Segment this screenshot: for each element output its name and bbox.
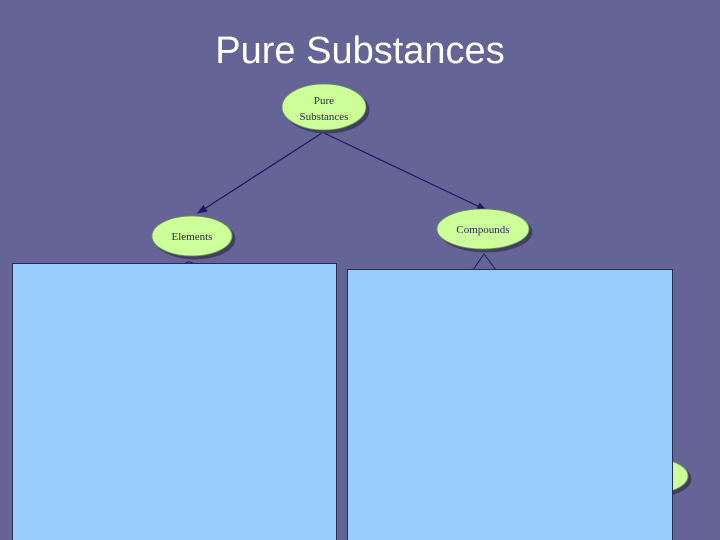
compounds-outgoing-connector bbox=[472, 253, 497, 271]
node-pure-substances-line2: Substances bbox=[300, 111, 349, 123]
node-elements-label: Elements bbox=[172, 231, 213, 243]
node-elements: Elements bbox=[151, 215, 233, 257]
slide-title: Pure Substances bbox=[215, 30, 505, 72]
node-pure-substances-line1: Pure bbox=[314, 95, 334, 107]
connector-to-compounds bbox=[323, 132, 487, 211]
connector-to-elements bbox=[197, 132, 323, 214]
overlay-panel-right bbox=[347, 269, 673, 540]
overlay-panel-left bbox=[12, 263, 337, 540]
node-compounds: Compounds bbox=[436, 208, 530, 250]
node-pure-substances: Pure Substances bbox=[281, 83, 367, 131]
node-compounds-label: Compounds bbox=[456, 224, 509, 236]
